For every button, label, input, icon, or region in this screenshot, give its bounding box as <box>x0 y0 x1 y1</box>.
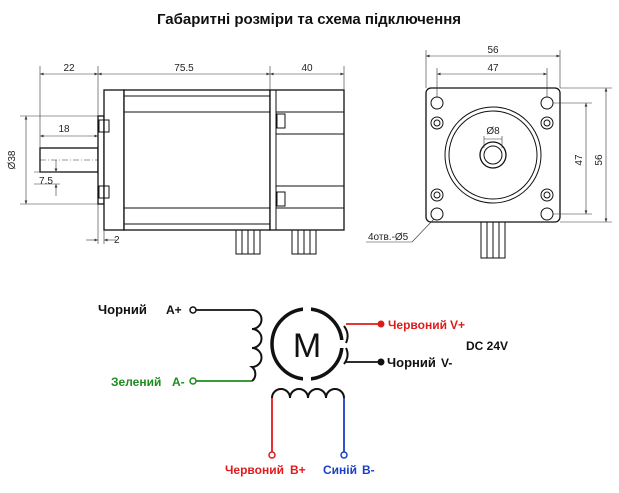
dim-rear-length: 40 <box>301 63 313 74</box>
terminal-v-minus <box>377 358 385 366</box>
label-b-plus-pin: B+ <box>290 463 306 477</box>
label-v-minus-pin: V- <box>441 356 452 370</box>
mounting-hole <box>540 116 554 130</box>
mounting-hole <box>430 116 444 130</box>
mounting-hole <box>540 188 554 202</box>
motor-gap-top <box>303 300 311 312</box>
dim-hole-spacing: 47 <box>487 63 499 74</box>
dim-body-length: 75.5 <box>174 63 194 74</box>
side-view: 22 75.5 40 18 Ø38 7.5 2 <box>7 63 345 255</box>
dim-front-height: 56 <box>594 154 605 166</box>
dim-shaft-length: 22 <box>63 63 75 74</box>
terminal-b-plus <box>268 451 276 459</box>
dim-shaft-flat: 18 <box>58 124 70 135</box>
terminal-a-minus <box>189 377 197 385</box>
dim-flange-diameter: Ø38 <box>7 150 18 169</box>
label-b-plus-color: Червоний <box>225 463 284 477</box>
coil-a <box>249 309 263 382</box>
label-a-plus-pin: A+ <box>166 303 182 317</box>
front-view: 56 47 Ø8 47 56 4отв.-Ø5 <box>366 45 612 259</box>
motor-gap-bottom <box>303 376 311 388</box>
dim-holes: 4отв.-Ø5 <box>368 232 409 243</box>
label-v-plus-color: Червоний <box>388 318 447 332</box>
label-b-minus-pin: B- <box>362 463 375 477</box>
terminal-a-plus <box>189 306 197 314</box>
dim-flat-depth: 7.5 <box>39 176 53 187</box>
label-v-plus-pin: V+ <box>450 318 465 332</box>
dim-flange-step: 2 <box>114 235 120 246</box>
motor-body <box>123 89 271 231</box>
coil-b <box>271 388 345 399</box>
label-b-minus-color: Синій <box>323 463 357 477</box>
label-v-minus-color: Чорний <box>387 355 436 370</box>
mounting-hole <box>430 207 444 221</box>
front-flange <box>103 89 125 231</box>
label-a-minus-pin: A- <box>172 375 185 389</box>
terminal-b-minus <box>340 451 348 459</box>
dim-front-width: 56 <box>487 45 499 56</box>
mounting-hole <box>430 188 444 202</box>
terminal-v-plus <box>377 320 385 328</box>
motor-gap-right <box>336 340 348 348</box>
label-a-minus-color: Зелений <box>111 375 161 389</box>
dim-hole-spacing-vertical: 47 <box>574 154 585 166</box>
motor-symbol: M <box>293 327 321 365</box>
rear-cover <box>269 89 345 231</box>
page-title: Габаритні розміри та схема підключення <box>157 11 461 28</box>
label-supply: DC 24V <box>466 339 508 353</box>
dim-shaft-diameter: Ø8 <box>486 126 500 137</box>
wiring-schematic: M Чорний A+ Зелений A- Червоний V+ Чорни… <box>98 300 508 477</box>
label-a-plus-color: Чорний <box>98 302 147 317</box>
